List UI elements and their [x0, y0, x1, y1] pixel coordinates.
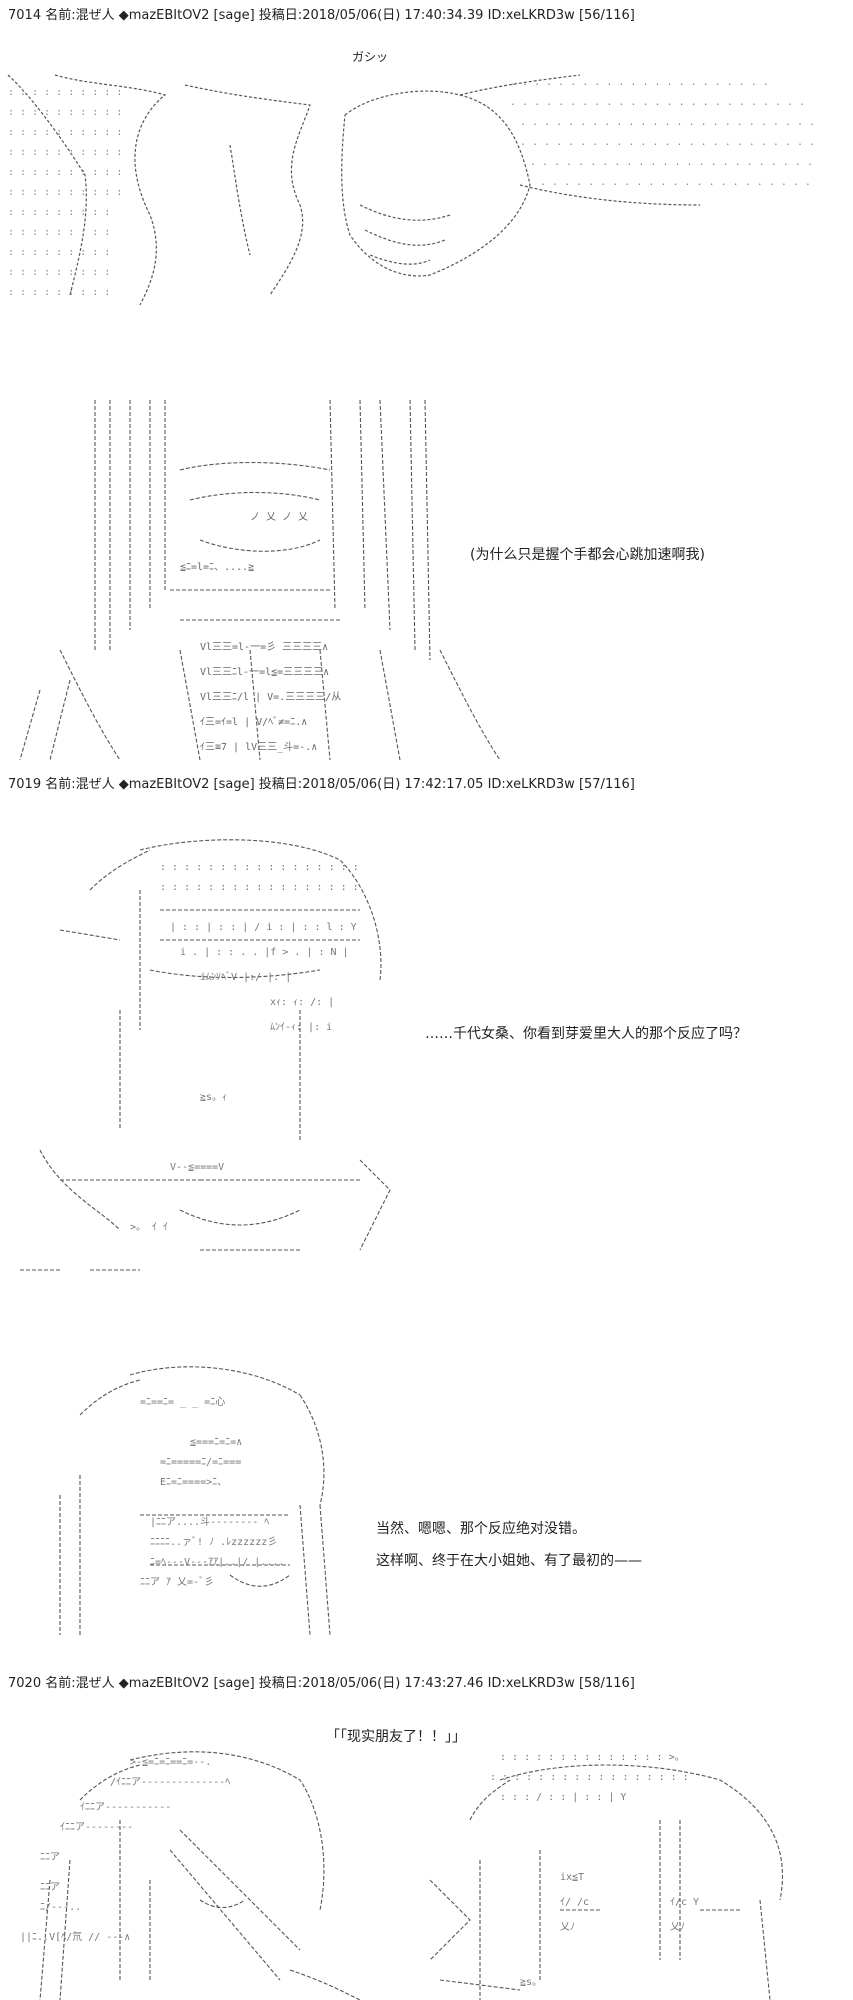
svg-text:: : : : : : : : : : : : : : :: : : : : : : : : : : : : : : : : :	[160, 882, 359, 893]
svg-text:ﾆ=ﾍ---V---ｱｱ|..|/ |....: ﾆ=ﾍ---V---ｱｱ|..|/ |....	[150, 1557, 284, 1568]
svg-text:≧s。ｨ: ≧s。ｨ	[200, 1092, 227, 1103]
svg-text:|ﾆﾆア....斗-------- ﾍ: |ﾆﾆア....斗-------- ﾍ	[150, 1516, 269, 1528]
svg-text:≦ﾆ=l=ﾆ、....≧: ≦ﾆ=l=ﾆ、....≧	[180, 562, 254, 573]
svg-text:V--≦====V: V--≦====V	[170, 1162, 224, 1173]
handshake-ascii-art: . . . . . . . . . . . . . . . . . . . . …	[7, 74, 815, 306]
svg-text:乂ﾉ: 乂ﾉ	[560, 1922, 575, 1933]
svg-text:: : : : : : : : :: : : : : : : : : :	[8, 227, 110, 238]
svg-text:乂ﾉ: 乂ﾉ	[670, 1922, 685, 1933]
svg-text:: : : : : : : : : :: : : : : : : : : : :	[8, 147, 122, 158]
svg-text:ｲﾆﾆア-----------: ｲﾆﾆア-----------	[80, 1802, 171, 1813]
dialogue-of-course: 当然、嗯嗯、那个反应绝对没错。	[376, 1521, 586, 1537]
two-girls-whispering-ascii-art: : : : : : : : : : : : : : : : : : : : : …	[20, 839, 391, 1271]
svg-text:. . . . . . . . . . . . . . .: . . . . . . . . . . . . . . . . . . . . …	[530, 157, 813, 168]
post-header-7019: 7019 名前:混ぜ人 ◆mazEBItOV2 [sage] 投稿日:2018/…	[8, 777, 635, 792]
svg-text:iﾑﾝｿﾍﾞV |:/ |: |: iﾑﾝｿﾍﾞV |:/ |: |	[200, 971, 291, 983]
dialogue-heartbeat: (为什么只是握个手都会心跳加速啊我)	[470, 547, 705, 563]
svg-text:ｲ/ /c: ｲ/ /c	[560, 1897, 589, 1908]
svg-text:. . . . . . . . . . . . . . .: . . . . . . . . . . . . . . . . . . . . …	[520, 137, 815, 148]
svg-text:ｲ三≡7 | lV三三_斗=-.∧: ｲ三≡7 | lV三三_斗=-.∧	[200, 741, 317, 753]
dialogue-chiyome: ……千代女桑、你看到芽爱里大人的那个反应了吗？	[425, 1026, 747, 1042]
svg-text:ﾆ/---..: ﾆ/---..	[40, 1902, 81, 1913]
svg-text:Vl三三ﾆ/l | V=.三三三三/从: Vl三三ﾆ/l | V=.三三三三/从	[200, 692, 341, 703]
svg-text:ix≦T: ix≦T	[560, 1872, 584, 1883]
svg-text:: : : : : : : : : :: : : : : : : : : : :	[8, 187, 122, 198]
dialogue-real-friend: 「「现实朋友了！！」」	[326, 1729, 466, 1745]
sfx-gashi: ガシッ	[352, 50, 389, 64]
svg-text:/ｲﾆﾆア--------------ﾍ: /ｲﾆﾆア--------------ﾍ	[110, 1777, 230, 1788]
svg-text:ﾆﾆア: ﾆﾆア	[40, 1882, 60, 1893]
svg-text:ﾆﾆア: ﾆﾆア	[40, 1852, 60, 1863]
svg-text:i . | : : . . |f > . | : N |: i . | : : . . |f > . | : N |	[180, 947, 349, 958]
svg-text:: : : : : : : : : : : : : : >。: : : : : : : : : : : : : : : >。	[500, 1752, 685, 1763]
svg-text:: : : : : : : : :: : : : : : : : : :	[8, 247, 110, 258]
svg-text:ノ 乂 ノ 乂: ノ 乂 ノ 乂	[250, 512, 308, 523]
svg-text:ｲ/c Y: ｲ/c Y	[670, 1897, 699, 1908]
svg-text:ｲ三=ｲ=l | V/ﾍﾞ≠=ﾆ.∧: ｲ三=ｲ=l | V/ﾍﾞ≠=ﾆ.∧	[200, 716, 307, 728]
smiling-girl-ascii-art: =ﾆ==ﾆ= _ _ =ﾆ心 ≦===ﾆ=ﾆ=∧ =ﾆ=====ﾆ/=ﾆ=== …	[59, 1366, 331, 1636]
svg-text:: : : : : : : : :: : : : : : : : : :	[8, 207, 110, 218]
svg-text:=ﾆ==ﾆ= _ _ =ﾆ心: =ﾆ==ﾆ= _ _ =ﾆ心	[140, 1396, 225, 1408]
svg-text:. . . . . . . . . . . . . . .: . . . . . . . . . . . . . . . . . . . . …	[520, 117, 815, 128]
svg-text:| : : | : : | / i : | : : l :: | : : | : : | / i : | : : l : Y	[170, 922, 357, 933]
svg-text:>-≦=ﾆ=ﾆ==ﾆ=--.: >-≦=ﾆ=ﾆ==ﾆ=--.	[130, 1757, 211, 1768]
blushing-girl-ascii-art: Vl三三=l-一=彡 三三三三∧ Vl三三ﾆl-一=l≦=三三三三∧ Vl三三ﾆ…	[19, 399, 501, 761]
svg-text:=ﾆ=====ﾆ/=ﾆ===: =ﾆ=====ﾆ/=ﾆ===	[160, 1457, 241, 1468]
svg-text:Vl三三=l-一=彡 三三三三∧: Vl三三=l-一=彡 三三三三∧	[200, 642, 328, 653]
svg-text:Eﾆ=ﾆ====>ﾆ、: Eﾆ=ﾆ====>ﾆ、	[160, 1477, 227, 1488]
svg-text:: : : : : : : : : :: : : : : : : : : : :	[8, 87, 122, 98]
svg-text:ﾆﾆア ｱ 乂=-ﾞ彡: ﾆﾆア ｱ 乂=-ﾞ彡	[140, 1576, 214, 1588]
svg-text:xｨ: ｨ: /: |: xｨ: ｨ: /: |	[270, 997, 334, 1008]
svg-text:. . . . . . . . . . . . . . .: . . . . . . . . . . . . . . . . . . . . …	[540, 177, 811, 188]
svg-text:>。 ｲ ｲ: >。 ｲ ｲ	[130, 1222, 168, 1233]
svg-text:: : : : : : : : :: : : : : : : : : :	[8, 267, 110, 278]
svg-text:. . . . . . . . . . . . . . .: . . . . . . . . . . . . . . . . . . . . …	[510, 97, 805, 108]
svg-text:ﾑﾝｲ-ｨ: |: i: ﾑﾝｲ-ｨ: |: i	[270, 1022, 332, 1033]
svg-text:≧s。: ≧s。	[520, 1977, 542, 1988]
svg-text:≦===ﾆ=ﾆ=∧: ≦===ﾆ=ﾆ=∧	[190, 1437, 242, 1448]
svg-text:||ﾆ..V[ﾍ/氘 // ---∧: ||ﾆ..V[ﾍ/氘 // ---∧	[20, 1930, 130, 1943]
svg-text:: : : : : : : : :: : : : : : : : : :	[8, 287, 110, 298]
svg-text:: : : : : : : : : : : : : : :: : : : : : : : : : : : : : : : : :	[160, 862, 359, 873]
svg-text:: : : : : : : : : :: : : : : : : : : : :	[8, 107, 122, 118]
svg-text:: : : : : : : : : :: : : : : : : : : : :	[8, 127, 122, 138]
post-header-7020: 7020 名前:混ぜ人 ◆mazEBItOV2 [sage] 投稿日:2018/…	[8, 1676, 635, 1691]
svg-text:: : : / : : | : : | Y: : : : / : : | : : | Y	[500, 1792, 626, 1803]
dialogue-finally: 这样啊、终于在大小姐她、有了最初的——	[376, 1553, 642, 1569]
two-girls-shouting-ascii-art: >-≦=ﾆ=ﾆ==ﾆ=--. /ｲﾆﾆア--------------ﾍ ｲﾆﾆア…	[20, 1751, 784, 2000]
svg-text:: : : : : : : : : : : : : : :: : : : : : : : : : : : : : : : : :	[490, 1772, 689, 1783]
svg-text:ﾆﾆﾆﾆ..ァﾞ! ﾉ .ﾚzzzzzz彡: ﾆﾆﾆﾆ..ァﾞ! ﾉ .ﾚzzzzzz彡	[150, 1536, 277, 1548]
svg-text:Vl三三ﾆl-一=l≦=三三三三∧: Vl三三ﾆl-一=l≦=三三三三∧	[200, 667, 329, 678]
svg-text:. . . . . . . . . . . . . . .: . . . . . . . . . . . . . . . . . . . . …	[510, 77, 769, 88]
post-header-7014: 7014 名前:混ぜ人 ◆mazEBItOV2 [sage] 投稿日:2018/…	[8, 8, 635, 23]
svg-text:: : : : : : : : : :: : : : : : : : : : :	[8, 167, 122, 178]
svg-text:ｲﾆﾆア--------: ｲﾆﾆア--------	[60, 1822, 133, 1833]
